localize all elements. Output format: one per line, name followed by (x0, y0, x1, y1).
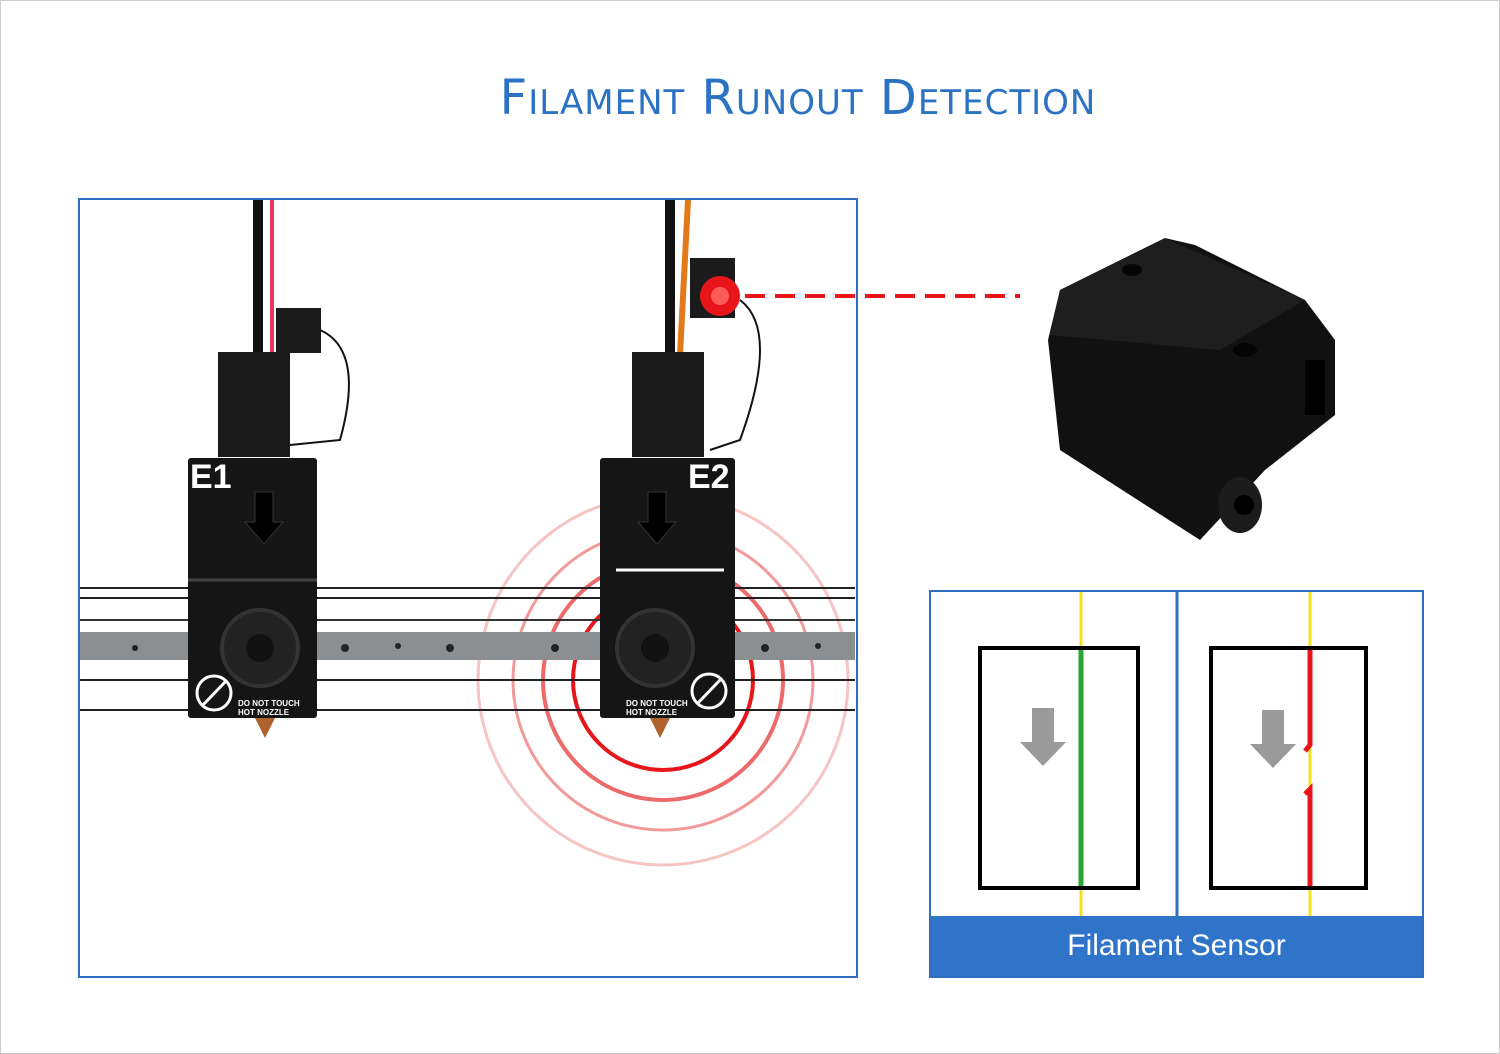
sensor-caption: Filament Sensor (931, 916, 1422, 976)
warning-text-line2-e2: HOT NOZZLE (626, 708, 678, 717)
extruder-e2: E2 DO NOT TOUCH HOT NOZZLE (600, 199, 761, 738)
sensor-diagram-panel: Filament Sensor (929, 590, 1424, 978)
warning-text-line2: HOT NOZZLE (238, 708, 290, 717)
printer-illustration-frame (78, 198, 858, 978)
warning-text-line1-e2: DO NOT TOUCH (626, 699, 688, 708)
arrow-down-icon (1020, 708, 1066, 766)
sensor-states (978, 592, 1368, 916)
filament-sensor-device (1048, 238, 1335, 540)
arrow-down-icon (1250, 710, 1296, 768)
extruder-label-e2: E2 (688, 458, 730, 496)
page-title: Filament Runout Detection (499, 70, 1097, 126)
extruder-e1: E1 DO NOT TOUCH HOT NOZZLE (188, 200, 350, 738)
warning-text-line1: DO NOT TOUCH (238, 699, 300, 708)
extruder-label-e1: E1 (190, 458, 232, 496)
